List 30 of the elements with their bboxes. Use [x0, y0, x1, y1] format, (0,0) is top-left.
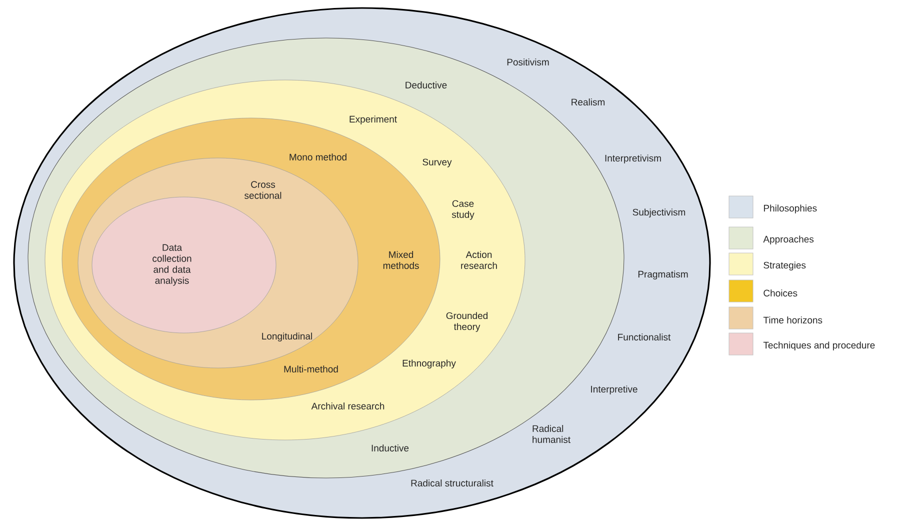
- ring-label: Grounded theory: [446, 312, 488, 332]
- ring-label: Interpretivism: [605, 154, 661, 164]
- ring-label: Survey: [422, 158, 452, 168]
- legend-label: Strategies: [764, 262, 806, 270]
- ring-label: Mixed methods: [383, 251, 419, 269]
- ring-label: Longitudinal: [262, 332, 312, 342]
- ring-label: Ethnography: [402, 360, 456, 368]
- ring-label: Experiment: [350, 116, 397, 124]
- ring-label: Functionalist: [618, 334, 671, 340]
- ring-label: Multi-method: [284, 366, 338, 372]
- ring-label: Realism: [572, 98, 605, 106]
- ring-label: Radical structuralist: [411, 480, 494, 486]
- ring-label: Action research: [461, 251, 497, 269]
- ring-label: Case study: [452, 200, 474, 220]
- ring-label: Data collection and data analysis: [152, 244, 192, 286]
- ring-label: Mono method: [290, 154, 346, 160]
- ring-label: Inductive: [372, 444, 409, 452]
- legend-label: Philosophies: [764, 204, 817, 214]
- ring-label: Archival research: [311, 402, 384, 410]
- ring-label: Pragmatism: [638, 270, 688, 280]
- legend-label: Techniques and procedure: [763, 342, 875, 350]
- ring-label: Interpretive: [591, 386, 638, 394]
- legend-label: Approaches: [763, 236, 814, 244]
- ring-label: Deductive: [406, 82, 447, 88]
- ring-label: Positivism: [507, 58, 549, 66]
- legend-label: Choices: [764, 290, 798, 296]
- legend-label: Time horizons: [763, 316, 822, 324]
- ring-label: Radical humanist: [532, 425, 570, 443]
- ring-label: Cross sectional: [244, 181, 282, 199]
- ring-label: Subjectivism: [632, 208, 686, 218]
